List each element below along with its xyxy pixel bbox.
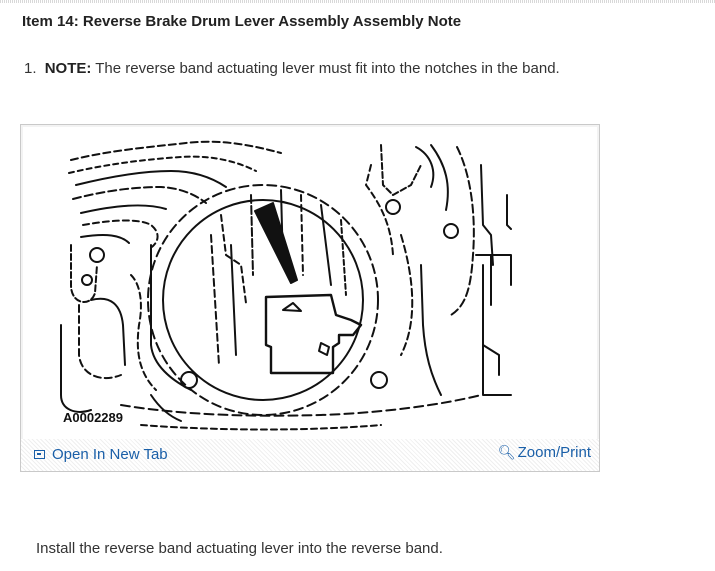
zoom-label: Zoom/Print <box>517 444 591 461</box>
open-in-new-tab-link[interactable]: Open In New Tab <box>34 446 168 463</box>
instruction-text: Install the reverse band actuating lever… <box>36 540 443 557</box>
figure-toolbar: Open In New Tab 🔍︎ Zoom/Print <box>21 439 599 471</box>
zoom-print-link[interactable]: 🔍︎ Zoom/Print <box>498 444 591 461</box>
step-number: 1. <box>24 60 37 77</box>
note-text: The reverse band actuating lever must fi… <box>95 60 560 77</box>
figure-panel: A0002289 Open In New Tab 🔍︎ Zoom/Print <box>20 124 600 472</box>
external-link-icon <box>34 450 45 459</box>
page-title: Item 14: Reverse Brake Drum Lever Assemb… <box>22 13 462 30</box>
note-step: 1. NOTE: The reverse band actuating leve… <box>24 60 560 77</box>
top-divider <box>0 0 715 3</box>
drawing-id-label: A0002289 <box>63 410 123 425</box>
magnifier-icon: 🔍︎ <box>497 444 516 460</box>
technical-drawing: A0002289 <box>60 140 512 431</box>
open-tab-label: Open In New Tab <box>52 446 168 463</box>
note-label: NOTE: <box>44 60 92 77</box>
